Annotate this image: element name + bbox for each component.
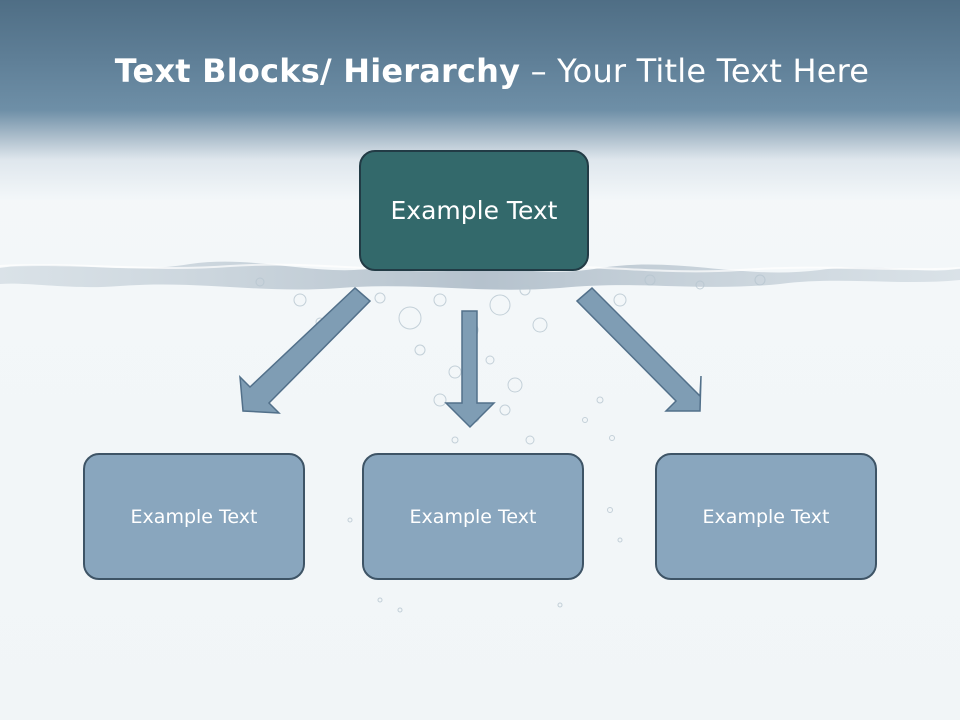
top-level-box: Example Text — [359, 150, 589, 271]
arrow-right — [575, 286, 702, 412]
arrow-center — [444, 310, 496, 429]
child-box-right: Example Text — [655, 453, 877, 580]
arrow-left — [239, 286, 372, 414]
page-title: Text Blocks/ Hierarchy – Your Title Text… — [0, 52, 960, 90]
top-level-box-text: Example Text — [390, 196, 558, 225]
child-box-right-text: Example Text — [702, 505, 830, 528]
child-box-left: Example Text — [83, 453, 305, 580]
child-box-center-text: Example Text — [409, 505, 537, 528]
title-normal-part: – Your Title Text Here — [520, 52, 870, 90]
child-box-center: Example Text — [362, 453, 584, 580]
child-box-left-text: Example Text — [130, 505, 258, 528]
title-bold-part: Text Blocks/ Hierarchy — [114, 52, 521, 90]
